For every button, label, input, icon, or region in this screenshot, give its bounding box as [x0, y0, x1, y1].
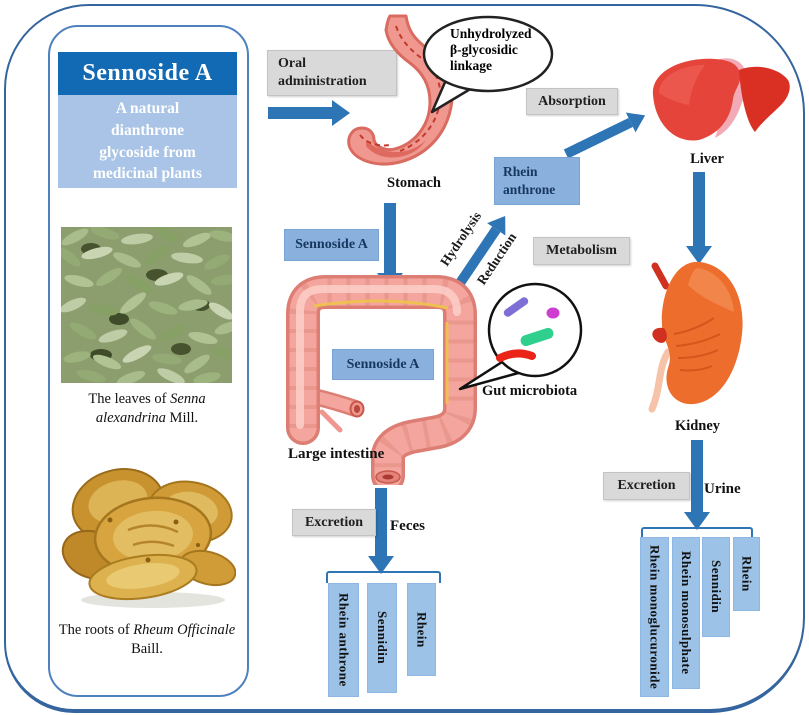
subtitle-line: A natural — [115, 100, 180, 118]
metabolite-label: Rhein monoglucuronide — [647, 544, 663, 690]
bubble-line: linkage — [450, 57, 493, 73]
urine-metabolite-bar: Rhein monosulphate — [672, 537, 700, 689]
liver-to-kidney-arrow — [686, 172, 712, 264]
sennoside-a-box-upper: Sennoside A — [284, 229, 379, 261]
subtitle-line: glycoside from — [99, 143, 196, 161]
metabolite-label: Rhein monosulphate — [679, 551, 694, 675]
speech-bubble-svg — [422, 15, 554, 114]
oral-arrow — [268, 100, 350, 126]
roots-caption: The roots of Rheum Officinale Baill. — [53, 621, 241, 659]
urine-label: Urine — [704, 481, 741, 497]
liver-label: Liver — [690, 151, 724, 167]
bubble-line: β-glycosidic — [450, 41, 518, 57]
speech-bubble — [418, 12, 568, 117]
senna-leaves-photo — [57, 224, 240, 385]
urine-bracket — [641, 527, 753, 540]
gut-microbiota-bubble — [450, 280, 585, 395]
caption-text: The leaves of — [88, 391, 171, 407]
arrow-head — [686, 246, 712, 264]
kidney-label: Kidney — [674, 418, 721, 434]
metabolite-label: Rhein — [739, 556, 755, 592]
metabolite-label: Sennidin — [375, 611, 390, 665]
arrow-shaft — [384, 203, 396, 273]
gut-microbiota-svg — [458, 282, 583, 391]
feces-metabolite-bar: Rhein — [407, 583, 436, 676]
oral-administration-box: Oral administration — [267, 50, 397, 96]
arrow-head — [684, 512, 710, 530]
leaves-caption: The leaves of Senna alexandrina Mill. — [53, 390, 241, 428]
urine-metabolite-bar: Rhein monoglucuronide — [640, 537, 669, 697]
arrow-shaft — [268, 107, 332, 119]
feces-bracket — [326, 571, 441, 583]
arrow-head — [332, 100, 350, 126]
caption-species-name: Rheum Officinale — [133, 622, 236, 638]
stomach-label: Stomach — [387, 175, 441, 191]
large-intestine-illustration — [280, 270, 480, 493]
caption-species-name: Senna alexandrina — [95, 391, 206, 426]
rheum-roots-photo — [58, 450, 237, 613]
arrow-head — [368, 556, 394, 574]
feces-metabolite-bar: Sennidin — [367, 583, 397, 693]
subtitle-line: medicinal plants — [93, 165, 202, 183]
liver-illustration — [645, 53, 793, 153]
panel-subtitle: A natural dianthrone glycoside from medi… — [58, 95, 237, 188]
gut-microbiota-label: Gut microbiota — [482, 383, 578, 399]
subtitle-line: dianthrone — [111, 121, 184, 139]
urine-metabolite-bar: Rhein — [733, 537, 760, 611]
kidney-svg — [648, 261, 743, 413]
caption-text: Mill. — [165, 409, 199, 426]
arrow-shaft — [375, 488, 387, 556]
large-intestine-svg — [286, 275, 477, 493]
urine-metabolite-bar: Sennidin — [702, 537, 730, 637]
metabolite-label: Rhein anthrone — [336, 593, 352, 687]
feces-metabolite-bar: Rhein anthrone — [328, 583, 359, 697]
absorption-box: Absorption — [526, 88, 618, 115]
arrow-shaft — [691, 440, 703, 512]
figure-border — [4, 4, 805, 713]
metabolite-label: Rhein — [414, 611, 430, 648]
caption-text: The roots of — [58, 622, 134, 638]
large-intestine-label: Large intestine — [288, 446, 385, 462]
metabolite-label: Sennidin — [709, 560, 724, 614]
rhein-anthrone-box: Rhein anthrone — [494, 157, 580, 205]
excretion-box-urine: Excretion — [603, 472, 690, 500]
bubble-line: Unhydrolyzed — [450, 26, 532, 41]
metabolism-box: Metabolism — [533, 237, 630, 265]
kidney-illustration — [638, 256, 753, 414]
caption-text: Baill. — [131, 640, 163, 657]
intestine-to-feces-arrow — [368, 488, 394, 574]
rheum-roots-illustration — [61, 468, 237, 608]
senna-leaves-illustration — [57, 224, 240, 385]
excretion-box-feces: Excretion — [292, 509, 376, 536]
liver-svg — [652, 58, 790, 141]
arrow-shaft — [693, 172, 705, 246]
panel-title: Sennoside A — [58, 52, 237, 95]
kidney-to-urine-arrow — [684, 440, 710, 530]
sennoside-a-box-intestine: Sennoside A — [332, 349, 434, 380]
feces-label: Feces — [390, 518, 425, 534]
bubble-text: Unhydrolyzed β-glycosidic linkage — [450, 26, 558, 74]
